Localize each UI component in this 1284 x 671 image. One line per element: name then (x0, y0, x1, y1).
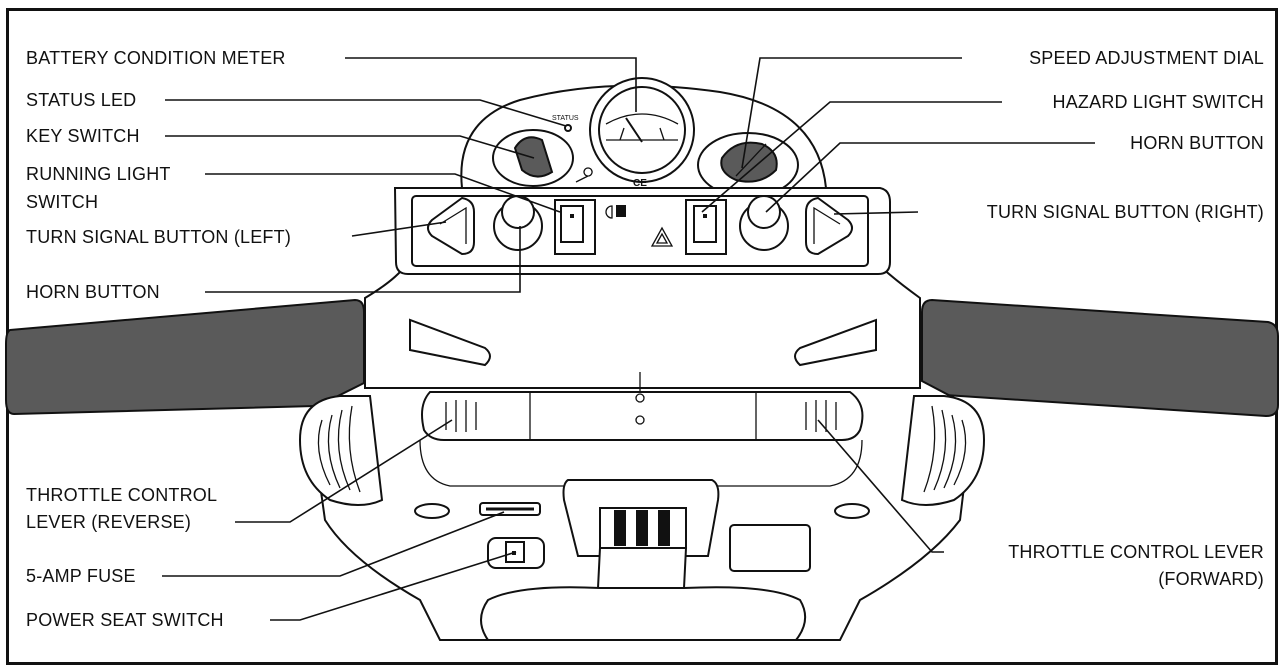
left-handle-grip (5, 298, 365, 416)
label-power-seat-switch: POWER SEAT SWITCH (26, 610, 224, 630)
hazard-icon (650, 226, 674, 247)
reverse-lever-grips (445, 400, 477, 432)
label-fuse: 5-AMP FUSE (26, 566, 136, 586)
label-hazard-light-switch: HAZARD LIGHT SWITCH (1052, 92, 1264, 112)
handlebar-shroud (364, 265, 921, 389)
ce-mark: CE (633, 178, 647, 189)
tiller-column (480, 586, 807, 641)
label-throttle-reverse-1: THROTTLE CONTROL (26, 485, 218, 505)
right-vent (794, 318, 877, 367)
label-status-led: STATUS LED (26, 90, 137, 110)
label-turn-signal-left: TURN SIGNAL BUTTON (LEFT) (26, 227, 292, 247)
left-pod-grooves (317, 405, 361, 493)
label-throttle-reverse-2: LEVER (REVERSE) (26, 512, 192, 532)
left-vent (409, 318, 491, 367)
label-running-light-switch-2: SWITCH (26, 192, 99, 212)
turn-signal-left-button[interactable] (427, 196, 475, 256)
label-key-switch: KEY SWITCH (26, 126, 140, 146)
key-fob-base (596, 547, 688, 589)
battery-meter-needle (625, 117, 643, 143)
leader-lines (162, 57, 1095, 621)
label-running-light-switch-1: RUNNING LIGHT (26, 164, 171, 184)
status-led-text: STATUS (552, 115, 579, 122)
right-label-plate (729, 524, 811, 572)
label-throttle-forward-2: (FORWARD) (1158, 569, 1264, 589)
battery-meter-scale (605, 113, 679, 125)
label-battery-condition-meter: BATTERY CONDITION METER (26, 48, 286, 68)
key-switch-cylinder[interactable] (513, 136, 554, 178)
key-icon (575, 167, 593, 183)
label-horn-button-right: HORN BUTTON (1130, 133, 1264, 153)
label-turn-signal-right: TURN SIGNAL BUTTON (RIGHT) (986, 202, 1264, 222)
label-horn-button-left: HORN BUTTON (26, 282, 160, 302)
right-screw-cap (834, 503, 870, 519)
right-pod-grooves (923, 405, 967, 493)
left-screw-cap (414, 503, 450, 519)
running-light-icon (605, 205, 613, 219)
right-handle-grip (921, 298, 1279, 418)
battery-meter-face (598, 86, 686, 174)
label-speed-adjustment-dial: SPEED ADJUSTMENT DIAL (1029, 48, 1264, 68)
forward-lever-grips (805, 400, 837, 432)
status-led (564, 124, 572, 132)
label-throttle-forward-1: THROTTLE CONTROL LEVER (1008, 542, 1264, 562)
turn-signal-right-button[interactable] (805, 196, 853, 256)
switch-panel-inner (411, 195, 869, 267)
